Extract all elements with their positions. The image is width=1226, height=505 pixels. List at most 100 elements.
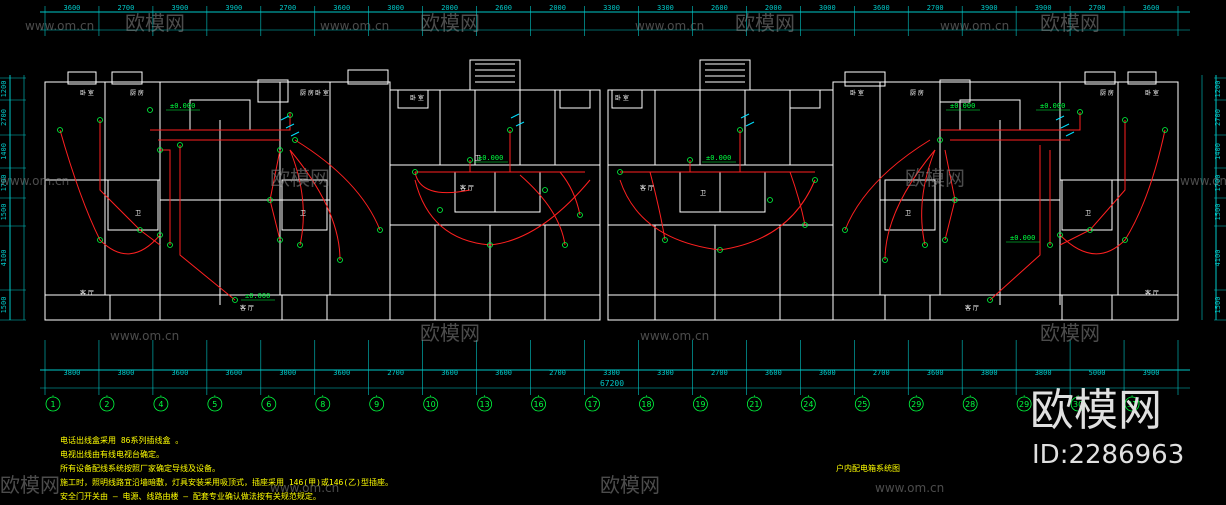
watermark-brand: 欧模网: [420, 321, 480, 345]
switch-symbol: [515, 121, 525, 127]
outlet-symbol: [157, 147, 163, 153]
bottom-dim-label: 3900: [1143, 369, 1160, 377]
axis-bubble: [261, 396, 277, 412]
side-dim-label: 2700: [1214, 109, 1222, 126]
axis-label: 31: [1127, 400, 1137, 409]
bottom-dim-label: 3300: [657, 369, 674, 377]
watermarks: 欧模网 www.om.cn 欧模网 www.om.cn 欧模网 www.om.c…: [0, 11, 1226, 497]
axis-bubble: [693, 396, 708, 412]
outlet-symbol: [617, 169, 623, 175]
axis-label: 13: [480, 400, 490, 409]
axis-label: 28: [965, 400, 975, 409]
outlet-symbol: [292, 137, 298, 143]
side-dim-label: 1400: [1214, 143, 1222, 160]
axis-bubble: [800, 396, 816, 412]
outlet-symbol: [1122, 237, 1128, 243]
axis-bubble: [153, 396, 169, 412]
side-dim-label: 2700: [0, 109, 8, 126]
outlet-symbol: [137, 227, 143, 233]
outlet-symbol: [1047, 242, 1053, 248]
outlet-symbol: [882, 257, 888, 263]
axis-label: 10: [426, 400, 436, 409]
side-dim-label: 4100: [0, 250, 8, 267]
room-label: 厨 房: [910, 89, 924, 97]
top-dim-label: 3900: [225, 4, 242, 12]
outlet-symbol: [562, 242, 568, 248]
top-dim-label: 2000: [765, 4, 782, 12]
axis-bubble: [423, 396, 439, 412]
room-label: 卧 室: [1145, 89, 1159, 97]
outlet-symbol: [147, 107, 153, 113]
switch-symbol: [290, 131, 300, 137]
room-label: 卫: [905, 210, 911, 217]
elevation-label: ±0.000: [170, 102, 195, 110]
switch-symbol: [1065, 131, 1075, 137]
watermark-url: www.om.cn: [320, 19, 389, 33]
axis-label: 19: [695, 400, 705, 409]
outlet-symbol: [287, 112, 293, 118]
bottom-dim-label: 3600: [333, 369, 350, 377]
bottom-dim-label: 5000: [1089, 369, 1106, 377]
axis-bubble: [207, 396, 223, 412]
switch-symbol: [740, 113, 750, 119]
switch-symbol: [285, 123, 295, 129]
outlet-symbol: [277, 147, 283, 153]
axis-bubble: [1124, 396, 1140, 412]
elevation-label: ±0.000: [478, 154, 503, 162]
axis-label: 4: [158, 400, 163, 409]
axis-bubble: [962, 396, 978, 412]
bottom-dim-label: 3800: [1035, 369, 1052, 377]
outlet-symbol: [177, 142, 183, 148]
top-dim-label: 3600: [873, 4, 890, 12]
top-dim-label: 2000: [549, 4, 566, 12]
note-line: 电视出线由有线电视台确定。: [60, 449, 164, 459]
wiring-circuits: [59, 112, 1166, 301]
room-label: 卧 室: [615, 94, 629, 102]
bottom-dim-label: 3800: [64, 369, 81, 377]
bottom-dim-label: 3000: [279, 369, 296, 377]
room-label: 客 厅: [460, 184, 474, 192]
room-labels: 卧 室厨 房客 厅卫卧 室厨 房客 厅卫卧 室客 厅卫卧 室客 厅卫卧 室厨 房…: [80, 89, 1159, 312]
top-dim-label: 3000: [819, 4, 836, 12]
bottom-dim-label: 3600: [171, 369, 188, 377]
room-label: 厨 房: [300, 89, 314, 97]
top-dim-label: 2600: [495, 4, 512, 12]
outlet-symbol: [277, 237, 283, 243]
total-dim-label: 67200: [600, 379, 624, 388]
watermark-brand: 欧模网: [270, 166, 330, 190]
side-dim-label: 1400: [0, 143, 8, 160]
axis-label: 9: [374, 400, 379, 409]
top-dim-label: 3300: [603, 4, 620, 12]
outlet-symbol: [767, 197, 773, 203]
watermark-brand: 欧模网: [1040, 321, 1100, 345]
top-dim-label: 2700: [927, 4, 944, 12]
note-line: 安全门开关由 — 电源、线路由楼 — 配套专业确认做法按有关规范规定。: [60, 491, 321, 501]
watermark-url: www.om.cn: [270, 481, 339, 495]
room-label: 客 厅: [640, 184, 654, 192]
watermark-url: www.om.cn: [940, 19, 1009, 33]
axis-label: 29: [1019, 400, 1029, 409]
bottom-dim-label: 2700: [387, 369, 404, 377]
axis-bubble: [585, 396, 600, 412]
room-label: 卫: [300, 210, 306, 217]
outlet-symbol: [297, 242, 303, 248]
room-label: 客 厅: [965, 304, 979, 312]
watermark-brand-large: 欧模网: [1030, 385, 1162, 436]
switch-symbol: [280, 115, 290, 121]
room-label: 卫: [1085, 210, 1091, 217]
room-label: 卧 室: [850, 89, 864, 97]
outlet-symbol: [942, 237, 948, 243]
bottom-dim-label: 2700: [711, 369, 728, 377]
outlet-symbol: [687, 157, 693, 163]
design-notes: 电话出线盒采用 86系列插线盒 。 电视出线由有线电视台确定。 所有设备配线系统…: [60, 435, 393, 501]
outlet-symbol: [662, 237, 668, 243]
axis-bubble: [477, 396, 493, 412]
axis-bubble: [746, 396, 762, 412]
watermark-brand: 欧模网: [1040, 11, 1100, 35]
bottom-dim-label: 2700: [549, 369, 566, 377]
elevation-label: ±0.000: [245, 292, 270, 300]
axis-label: 21: [749, 400, 759, 409]
outlet-symbol: [167, 242, 173, 248]
outlet-symbol: [412, 169, 418, 175]
